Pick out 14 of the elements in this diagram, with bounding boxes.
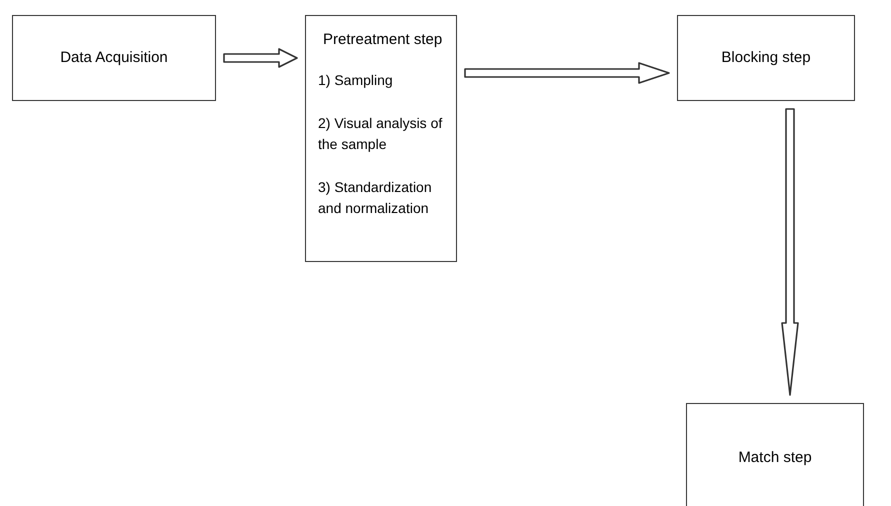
box-text: 2) Visual analysis of the sample xyxy=(318,114,444,154)
hollow-arrow xyxy=(781,108,799,396)
box-text: Blocking step xyxy=(721,48,811,68)
box-text: Data Acquisition xyxy=(60,48,168,68)
process-box xyxy=(677,15,855,101)
hollow-arrow xyxy=(223,48,298,68)
process-box xyxy=(305,15,457,262)
process-box xyxy=(12,15,216,101)
box-text: Match step xyxy=(738,448,812,468)
hollow-arrow xyxy=(464,62,670,84)
box-text: 1) Sampling xyxy=(318,71,393,90)
box-text: 3) Standardization and normalization xyxy=(318,178,433,218)
box-heading: Pretreatment step xyxy=(323,30,442,50)
process-box xyxy=(686,403,864,506)
